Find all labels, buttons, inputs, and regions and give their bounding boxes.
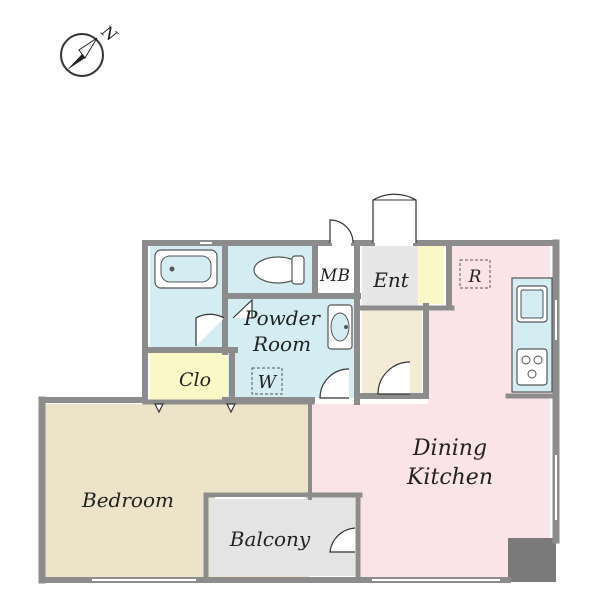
balcony-label: Balcony bbox=[229, 527, 311, 551]
closet-area bbox=[150, 352, 232, 402]
dining-kitchen-area bbox=[312, 246, 550, 578]
hall-door bbox=[377, 361, 411, 395]
shoe-box-area bbox=[418, 246, 444, 304]
powder-room-door bbox=[319, 368, 350, 399]
refrigerator-label: R bbox=[468, 267, 482, 287]
washer-space bbox=[251, 367, 283, 395]
meter-box-label: MB bbox=[319, 266, 350, 286]
kitchen-sink-icon bbox=[516, 285, 548, 323]
meter-box-door bbox=[329, 219, 354, 244]
toilet-icon bbox=[253, 255, 305, 285]
entrance-door bbox=[372, 193, 417, 243]
balcony-door bbox=[329, 527, 356, 553]
bedroom-label: Bedroom bbox=[81, 488, 174, 512]
bathtub-icon bbox=[154, 249, 218, 289]
entrance-label: Ent bbox=[372, 268, 409, 292]
powder-room-label-line2: Room bbox=[252, 332, 311, 356]
doors bbox=[154, 193, 417, 553]
dining-kitchen-label-line1: Dining bbox=[412, 436, 487, 461]
washer-label: W bbox=[258, 372, 278, 393]
compass-label: N bbox=[97, 21, 121, 46]
compass-needle-light bbox=[78, 37, 98, 59]
wash-basin-icon bbox=[327, 304, 353, 350]
dining-kitchen-label-line2: Kitchen bbox=[406, 465, 493, 490]
refrigerator-space bbox=[459, 259, 491, 289]
north-arrow-icon: N bbox=[60, 21, 122, 77]
windows bbox=[92, 242, 557, 581]
toilet-door bbox=[232, 298, 253, 319]
closet-label: Clo bbox=[179, 369, 211, 391]
balcony-area bbox=[209, 498, 355, 576]
meter-box-area bbox=[316, 246, 354, 294]
stove-icon bbox=[516, 348, 548, 386]
bath-door bbox=[195, 313, 225, 346]
entrance-area bbox=[362, 246, 418, 308]
powder-room-label-line1: Powder bbox=[243, 306, 321, 330]
pipe-shaft bbox=[508, 538, 556, 582]
